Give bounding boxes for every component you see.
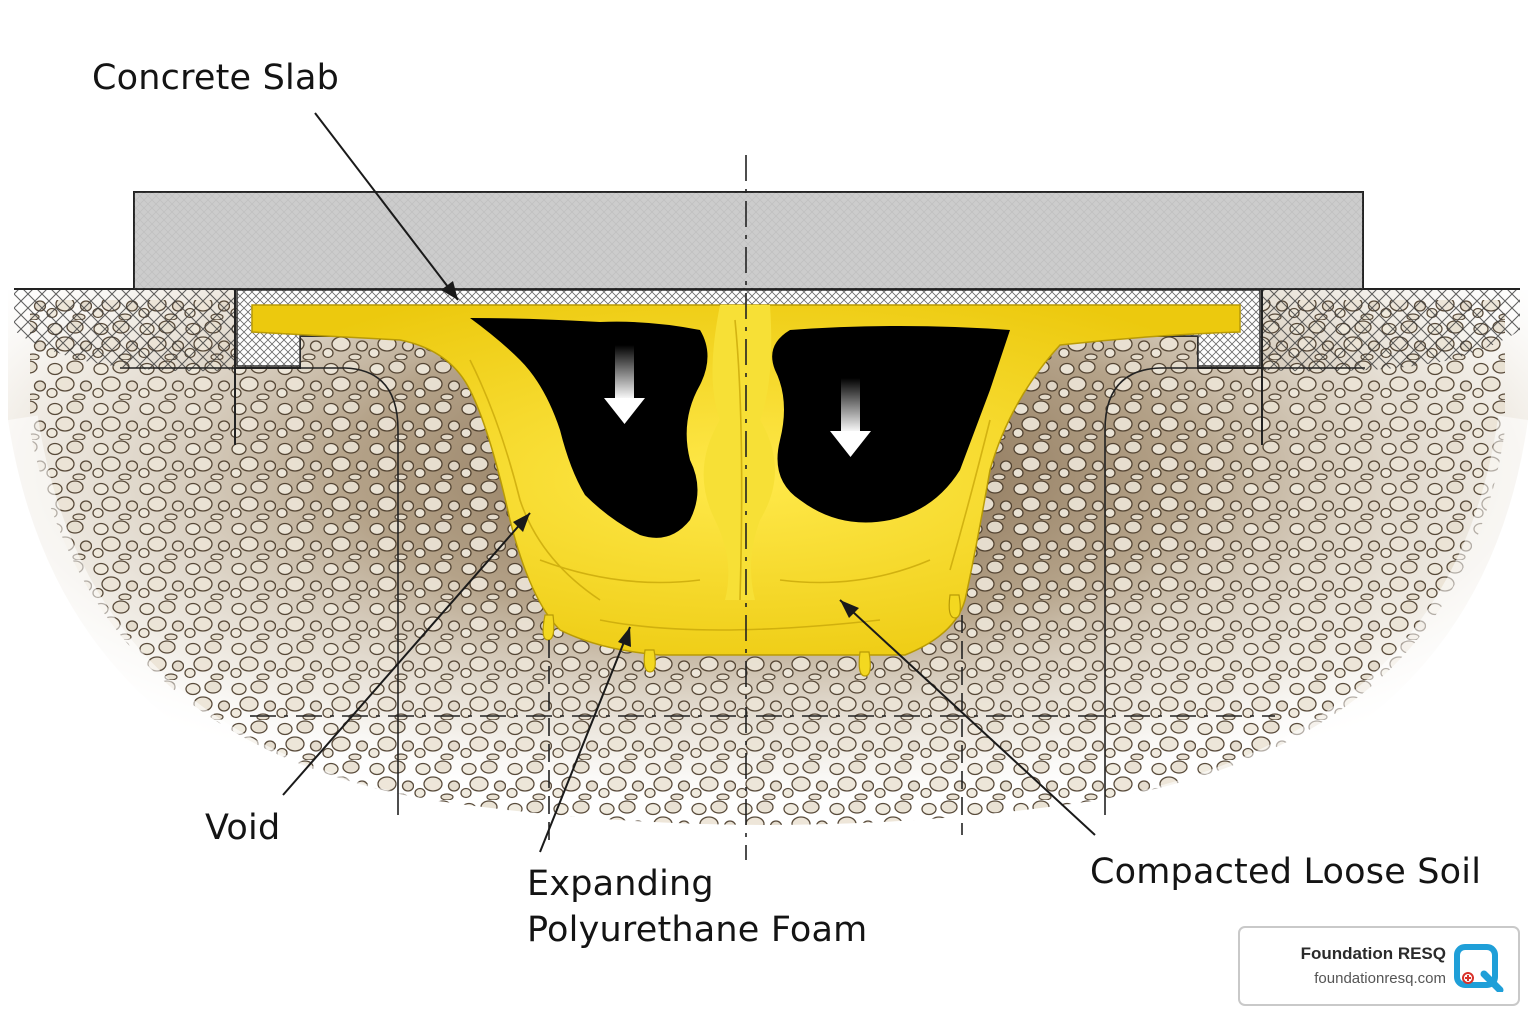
guide-lines <box>120 155 1365 860</box>
label-compacted-soil: Compacted Loose Soil <box>1090 852 1482 892</box>
brand-badge: Foundation RESQ foundationresq.com <box>1238 926 1520 1006</box>
settling-arrows <box>604 345 871 457</box>
label-foam-line2: Polyurethane Foam <box>527 910 868 950</box>
label-foam-line1: Expanding <box>527 864 714 904</box>
resq-q-logo-icon <box>1454 944 1504 992</box>
label-void: Void <box>205 808 281 848</box>
brand-url: foundationresq.com <box>1314 970 1446 987</box>
arrow-down-icon <box>604 345 645 424</box>
leader-arrowheads <box>441 281 859 647</box>
compacted-ground-hatch <box>14 290 1520 372</box>
leader-lines <box>282 112 1096 853</box>
label-concrete-slab: Concrete Slab <box>92 58 340 98</box>
arrow-down-icon <box>830 378 871 457</box>
brand-name: Foundation RESQ <box>1300 944 1446 963</box>
label-expanding-foam: Expanding Polyurethane Foam <box>527 861 867 953</box>
